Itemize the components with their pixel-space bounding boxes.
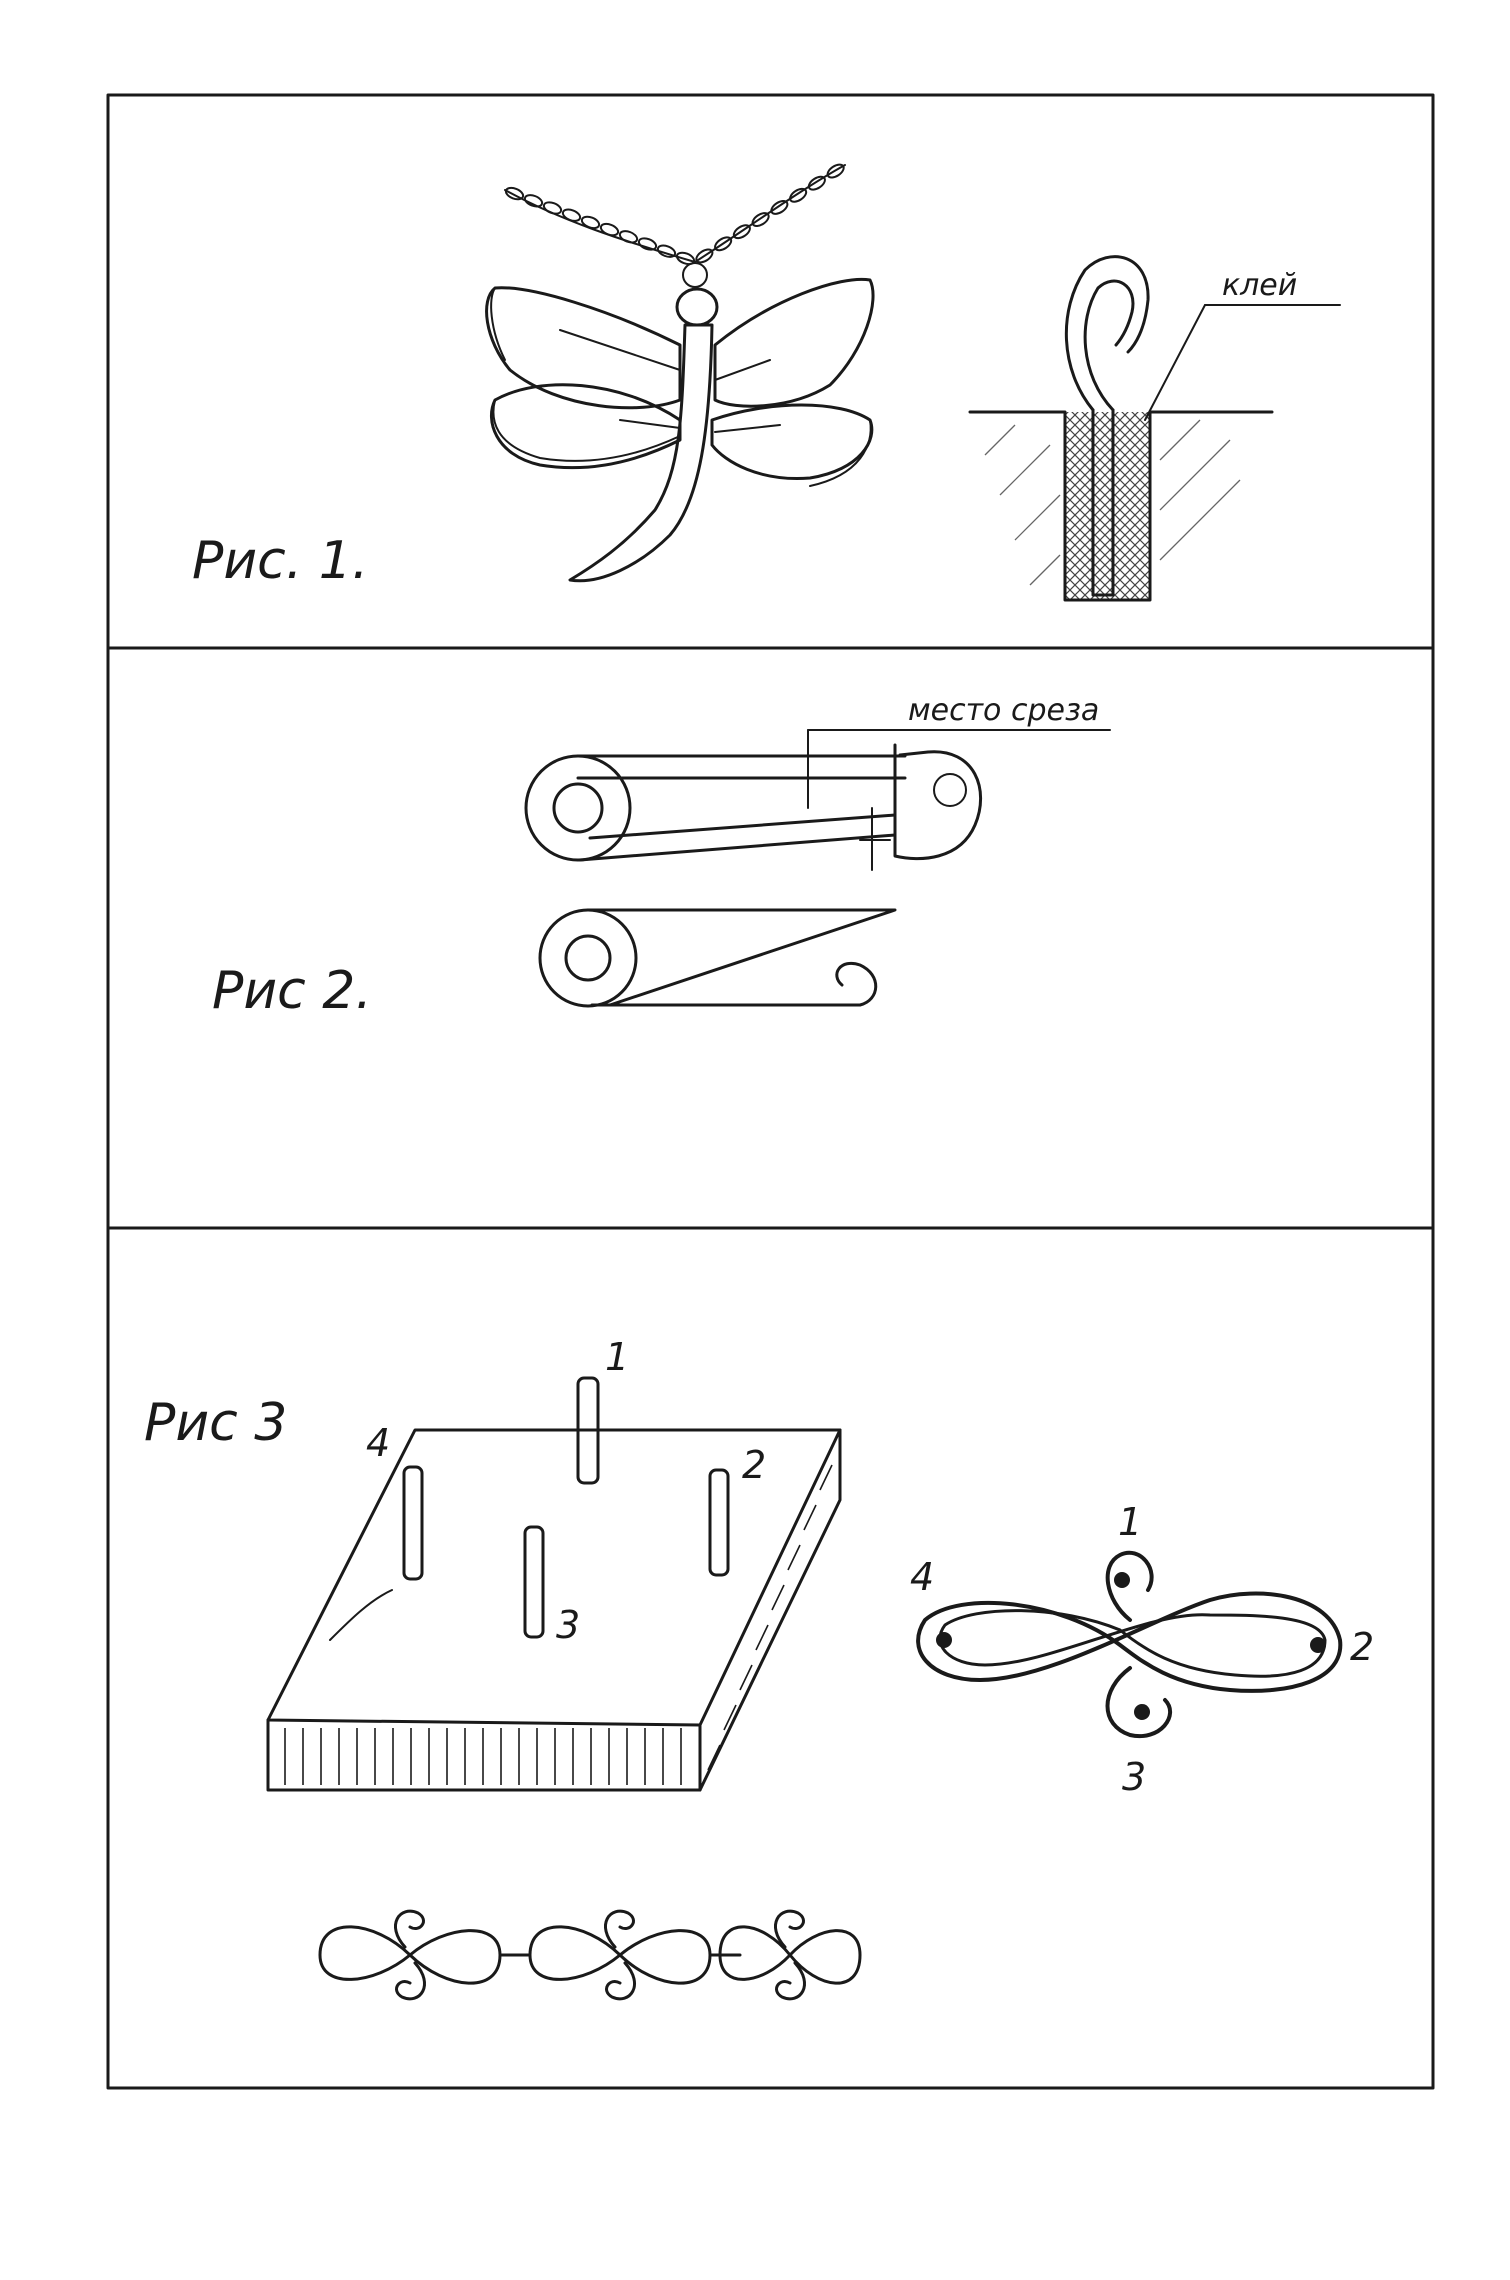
jig-pin-label-2: 2 — [742, 1443, 766, 1487]
chain-link — [695, 248, 714, 264]
chain — [504, 163, 846, 266]
jig-board — [266, 1428, 842, 1792]
ornament-link — [718, 1925, 862, 1985]
eye-pin-glue-diagram: клей — [968, 255, 1341, 602]
chain-link — [770, 199, 789, 215]
page-frame — [106, 93, 1435, 2090]
loop-label-3: 3 — [1122, 1755, 1146, 1799]
board-grain-line — [771, 1584, 785, 1611]
ornament-curl — [393, 1909, 425, 1949]
chain-link — [656, 244, 677, 258]
jig-pin-3 — [523, 1525, 545, 1639]
ornament-curl — [605, 1961, 637, 2001]
jig-pin-4 — [402, 1465, 424, 1581]
chain-link — [580, 215, 601, 230]
wire-loop-element: 1 2 3 4 — [910, 1500, 1374, 1799]
jig-pin-label-4: 4 — [366, 1421, 390, 1465]
loop-label-1: 1 — [1118, 1500, 1142, 1544]
figure-1: Рис. 1. — [192, 163, 1341, 602]
dragonfly-pendant — [485, 262, 875, 583]
figure-3: Рис 3 1 2 3 4 — [144, 1335, 1374, 2001]
board-grain-line — [723, 1704, 737, 1731]
board-grain-line — [803, 1504, 817, 1531]
jig-pin-2 — [708, 1468, 730, 1577]
chain-link — [618, 230, 639, 244]
ground-hatching — [984, 419, 1241, 586]
loop-point-3 — [1134, 1704, 1150, 1720]
glue-fill — [1065, 412, 1150, 600]
board-grain-line — [739, 1664, 753, 1691]
chain-link — [637, 237, 658, 251]
chain-link — [732, 224, 751, 240]
chain-link — [599, 222, 620, 237]
jig-pin-label-3: 3 — [556, 1603, 580, 1647]
glue-label: клей — [1222, 268, 1297, 303]
loop-label-4: 4 — [910, 1555, 934, 1599]
chain-link — [807, 175, 826, 191]
loop-point-1 — [1114, 1572, 1130, 1588]
ornament-curl — [773, 1909, 805, 1949]
ornament-curl — [775, 1961, 807, 2001]
board-grain-line — [787, 1544, 801, 1571]
chain-link — [561, 208, 582, 222]
jig-pin-label-1: 1 — [605, 1335, 629, 1379]
chain-link — [523, 194, 544, 208]
chain-link — [675, 251, 696, 266]
ornament-curl — [395, 1961, 427, 2001]
fig1-label: Рис. 1. — [192, 531, 368, 591]
chain-link — [789, 187, 808, 203]
ornament-link — [318, 1925, 502, 1985]
loop-label-2: 2 — [1350, 1625, 1374, 1669]
cut-label: место среза — [908, 693, 1099, 728]
board-grain-line — [819, 1464, 833, 1491]
curled-pin — [538, 908, 897, 1008]
figure-2: Рис 2. место среза — [212, 693, 1111, 1021]
ornament-curl — [603, 1909, 635, 1949]
jig-pin-1 — [576, 1376, 600, 1485]
chain-link — [826, 163, 845, 179]
ornament-link — [528, 1925, 712, 1985]
loop-point-4 — [936, 1632, 952, 1648]
chain-link — [504, 186, 525, 201]
board-grain-line — [707, 1744, 721, 1771]
chain-link — [542, 201, 563, 215]
jig-pins: 1 2 3 4 — [366, 1335, 766, 1647]
chain-link — [751, 212, 770, 228]
board-grain-line — [755, 1624, 769, 1651]
safety-pin: место среза — [524, 693, 1111, 871]
fig2-label: Рис 2. — [212, 961, 372, 1021]
loop-point-2 — [1310, 1637, 1326, 1653]
chain-link — [714, 236, 733, 252]
ornament-chain — [318, 1909, 862, 2001]
fig3-label: Рис 3 — [144, 1393, 287, 1453]
